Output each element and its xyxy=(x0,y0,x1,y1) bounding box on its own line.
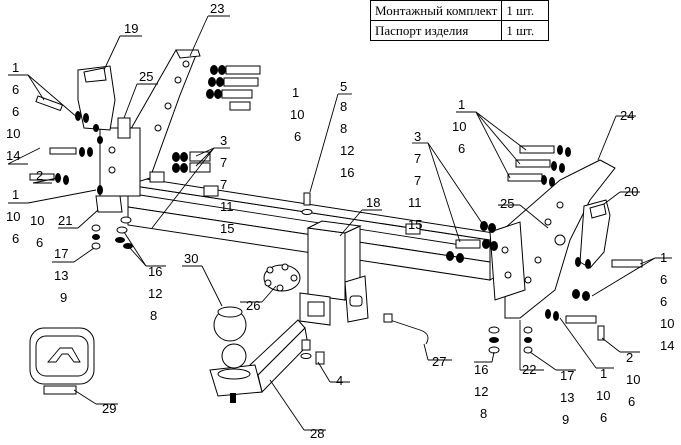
spec-row: Паспорт изделия 1 шт. xyxy=(369,20,550,41)
callout-21: 21 xyxy=(58,213,72,228)
callout-6: 6 xyxy=(12,104,19,119)
ball-cap xyxy=(213,306,247,342)
callout-17: 17 xyxy=(54,246,68,261)
callout-10: 10 xyxy=(30,213,44,228)
hitch-center-block xyxy=(299,220,369,326)
callout-11: 11 xyxy=(408,195,422,210)
right-bracket xyxy=(489,159,616,319)
ball-mount xyxy=(209,319,309,403)
callout-1: 1 xyxy=(660,250,667,265)
bolt-group-left-upper xyxy=(206,65,261,111)
pin-27 xyxy=(383,313,429,345)
bolt-group-left-side xyxy=(35,95,103,157)
callout-24: 24 xyxy=(620,108,634,123)
callout-26: 26 xyxy=(246,298,260,313)
spec-row: Монтажный комплект 1 шт. xyxy=(369,0,550,21)
left-bracket xyxy=(95,49,201,213)
spec-name: Паспорт изделия xyxy=(369,20,503,41)
bolt-group-right-upper xyxy=(507,145,571,187)
callout-5: 5 xyxy=(340,79,347,94)
callout-10: 10 xyxy=(452,119,466,134)
callout-13: 13 xyxy=(54,268,68,283)
callout-14: 14 xyxy=(6,148,20,163)
callout-11: 11 xyxy=(220,199,234,214)
callout-25: 25 xyxy=(139,69,153,84)
callout-10: 10 xyxy=(626,372,640,387)
callout-7: 7 xyxy=(414,151,421,166)
callout-25: 25 xyxy=(500,196,514,211)
callout-10: 10 xyxy=(596,388,610,403)
bolt-group-right-side xyxy=(545,257,643,341)
callout-12: 12 xyxy=(474,384,488,399)
callout-6: 6 xyxy=(660,294,667,309)
callout-7: 7 xyxy=(220,177,227,192)
washers-right-lower xyxy=(488,326,533,354)
callout-3: 3 xyxy=(414,129,421,144)
callout-8: 8 xyxy=(340,99,347,114)
callout-1: 1 xyxy=(458,97,465,112)
spec-qty: 1 шт. xyxy=(501,20,550,41)
callout-7: 7 xyxy=(414,173,421,188)
callout-1: 1 xyxy=(600,366,607,381)
callout-22: 22 xyxy=(522,362,536,377)
callout-28: 28 xyxy=(310,426,324,441)
chain-loop xyxy=(263,263,301,292)
callout-12: 12 xyxy=(148,286,162,301)
spec-table: Монтажный комплект 1 шт. Паспорт изделия… xyxy=(369,0,550,41)
callout-7: 7 xyxy=(220,155,227,170)
callout-14: 14 xyxy=(660,338,674,353)
socket-cover xyxy=(29,327,95,395)
callout-6: 6 xyxy=(458,141,465,156)
callout-10: 10 xyxy=(6,126,20,141)
callout-6: 6 xyxy=(660,272,667,287)
callout-8: 8 xyxy=(480,406,487,421)
callout-17: 17 xyxy=(560,368,574,383)
callout-8: 8 xyxy=(150,308,157,323)
callout-1: 1 xyxy=(12,187,19,202)
callout-10: 10 xyxy=(6,209,20,224)
callout-27: 27 xyxy=(432,354,446,369)
bolt-4 xyxy=(300,339,325,365)
callout-15: 15 xyxy=(220,221,234,236)
callout-15: 15 xyxy=(408,217,422,232)
callout-20: 20 xyxy=(624,184,638,199)
callout-6: 6 xyxy=(628,394,635,409)
callout-30: 30 xyxy=(184,251,198,266)
washers-left-lower xyxy=(91,216,133,250)
callout-12: 12 xyxy=(340,143,354,158)
callout-6: 6 xyxy=(12,82,19,97)
callout-19: 19 xyxy=(124,21,138,36)
callout-labels: 19 23 25 5 8 8 12 16 3 7 7 11 15 18 1 6 … xyxy=(6,1,674,441)
callout-9: 9 xyxy=(60,290,67,305)
bracket-20 xyxy=(579,199,611,269)
callout-8: 8 xyxy=(340,121,347,136)
callout-3: 3 xyxy=(220,133,227,148)
bolt-5 xyxy=(301,192,313,215)
callout-16: 16 xyxy=(340,165,354,180)
callout-16: 16 xyxy=(148,264,162,279)
callout-16: 16 xyxy=(474,362,488,377)
callout-4: 4 xyxy=(336,373,343,388)
callout-1: 1 xyxy=(12,60,19,75)
callout-10: 10 xyxy=(660,316,674,331)
callout-9: 9 xyxy=(562,412,569,427)
callout-1: 1 xyxy=(292,85,299,100)
callout-6: 6 xyxy=(294,129,301,144)
bolt-group-left-middle xyxy=(149,151,219,197)
callout-6: 6 xyxy=(36,235,43,250)
callout-18: 18 xyxy=(366,195,380,210)
callout-29: 29 xyxy=(102,401,116,416)
callout-13: 13 xyxy=(560,390,574,405)
callout-2: 2 xyxy=(36,168,43,183)
callout-10: 10 xyxy=(290,107,304,122)
callout-23: 23 xyxy=(210,1,224,16)
callout-6: 6 xyxy=(12,231,19,246)
callout-2: 2 xyxy=(626,350,633,365)
bracket-19 xyxy=(77,65,131,139)
callout-6: 6 xyxy=(600,410,607,425)
leader-lines xyxy=(7,15,672,431)
